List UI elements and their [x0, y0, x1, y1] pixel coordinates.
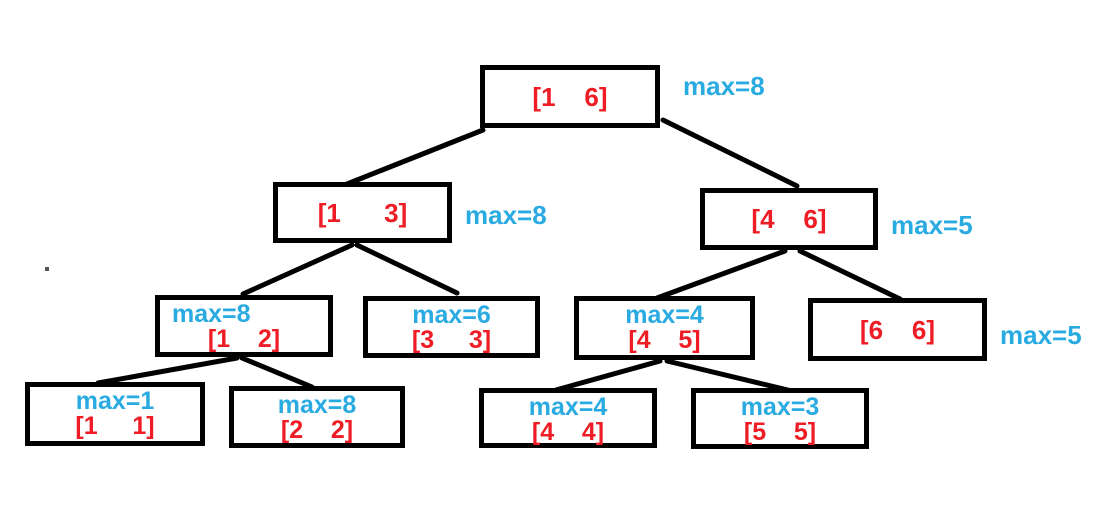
- interval-label-4-5: [4 5]: [628, 326, 701, 354]
- interval-label-1-2: [1 2]: [207, 325, 281, 353]
- max-label-2-2: max=8: [277, 391, 357, 419]
- tree-node-5-5: max=3 [5 5]: [691, 388, 869, 449]
- tree-node-4-6: [4 6]: [700, 188, 878, 250]
- interval-label-3-3: [3 3]: [411, 326, 492, 354]
- max-label-1-6: max=8: [683, 71, 765, 101]
- interval-label-5-5: [5 5]: [743, 418, 817, 446]
- tree-node-1-6: [1 6]: [480, 65, 660, 128]
- interval-label-1-6: [1 6]: [532, 81, 608, 112]
- edge-4-6-to-4-5: [654, 248, 788, 301]
- max-label-4-5: max=4: [625, 301, 704, 329]
- interval-label-1-3: [1 3]: [317, 197, 408, 228]
- interval-label-4-4: [4 4]: [531, 418, 605, 446]
- max-label-1-3: max=8: [465, 200, 547, 230]
- max-label-6-6: max=5: [1000, 320, 1082, 350]
- interval-label-4-6: [4 6]: [751, 204, 827, 234]
- edge-1-3-to-1-2: [240, 242, 355, 297]
- tree-node-1-2: max=8 [1 2]: [155, 295, 333, 357]
- max-label-3-3: max=6: [412, 301, 491, 329]
- tree-node-6-6: [6 6]: [808, 298, 987, 361]
- max-label-4-6: max=5: [891, 210, 973, 240]
- tree-node-2-2: max=8 [2 2]: [229, 386, 405, 448]
- tree-node-1-3: [1 3]: [273, 182, 452, 243]
- edge-1-6-to-1-3: [344, 127, 486, 187]
- max-label-5-5: max=3: [740, 393, 820, 421]
- tree-node-3-3: max=6 [3 3]: [363, 296, 540, 358]
- edge-4-6-to-6-6: [797, 248, 903, 302]
- max-label-4-4: max=4: [528, 393, 608, 421]
- edge-1-2-to-2-2: [239, 355, 315, 390]
- edge-1-6-to-4-6: [660, 117, 800, 189]
- edge-4-5-to-5-5: [664, 358, 795, 394]
- tree-node-4-4: max=4 [4 4]: [479, 388, 657, 448]
- max-label-1-1: max=1: [75, 387, 155, 415]
- edge-1-2-to-1-1: [95, 355, 240, 386]
- tree-node-4-5: max=4 [4 5]: [574, 296, 755, 360]
- tree-node-1-1: max=1 [1 1]: [25, 382, 205, 446]
- max-label-1-2: max=8: [172, 300, 251, 328]
- interval-label-1-1: [1 1]: [75, 412, 155, 440]
- interval-label-6-6: [6 6]: [859, 314, 936, 345]
- edge-1-3-to-3-3: [354, 242, 460, 296]
- stray-mark: [45, 267, 49, 271]
- interval-label-2-2: [2 2]: [280, 416, 354, 444]
- edge-4-5-to-4-4: [553, 358, 663, 393]
